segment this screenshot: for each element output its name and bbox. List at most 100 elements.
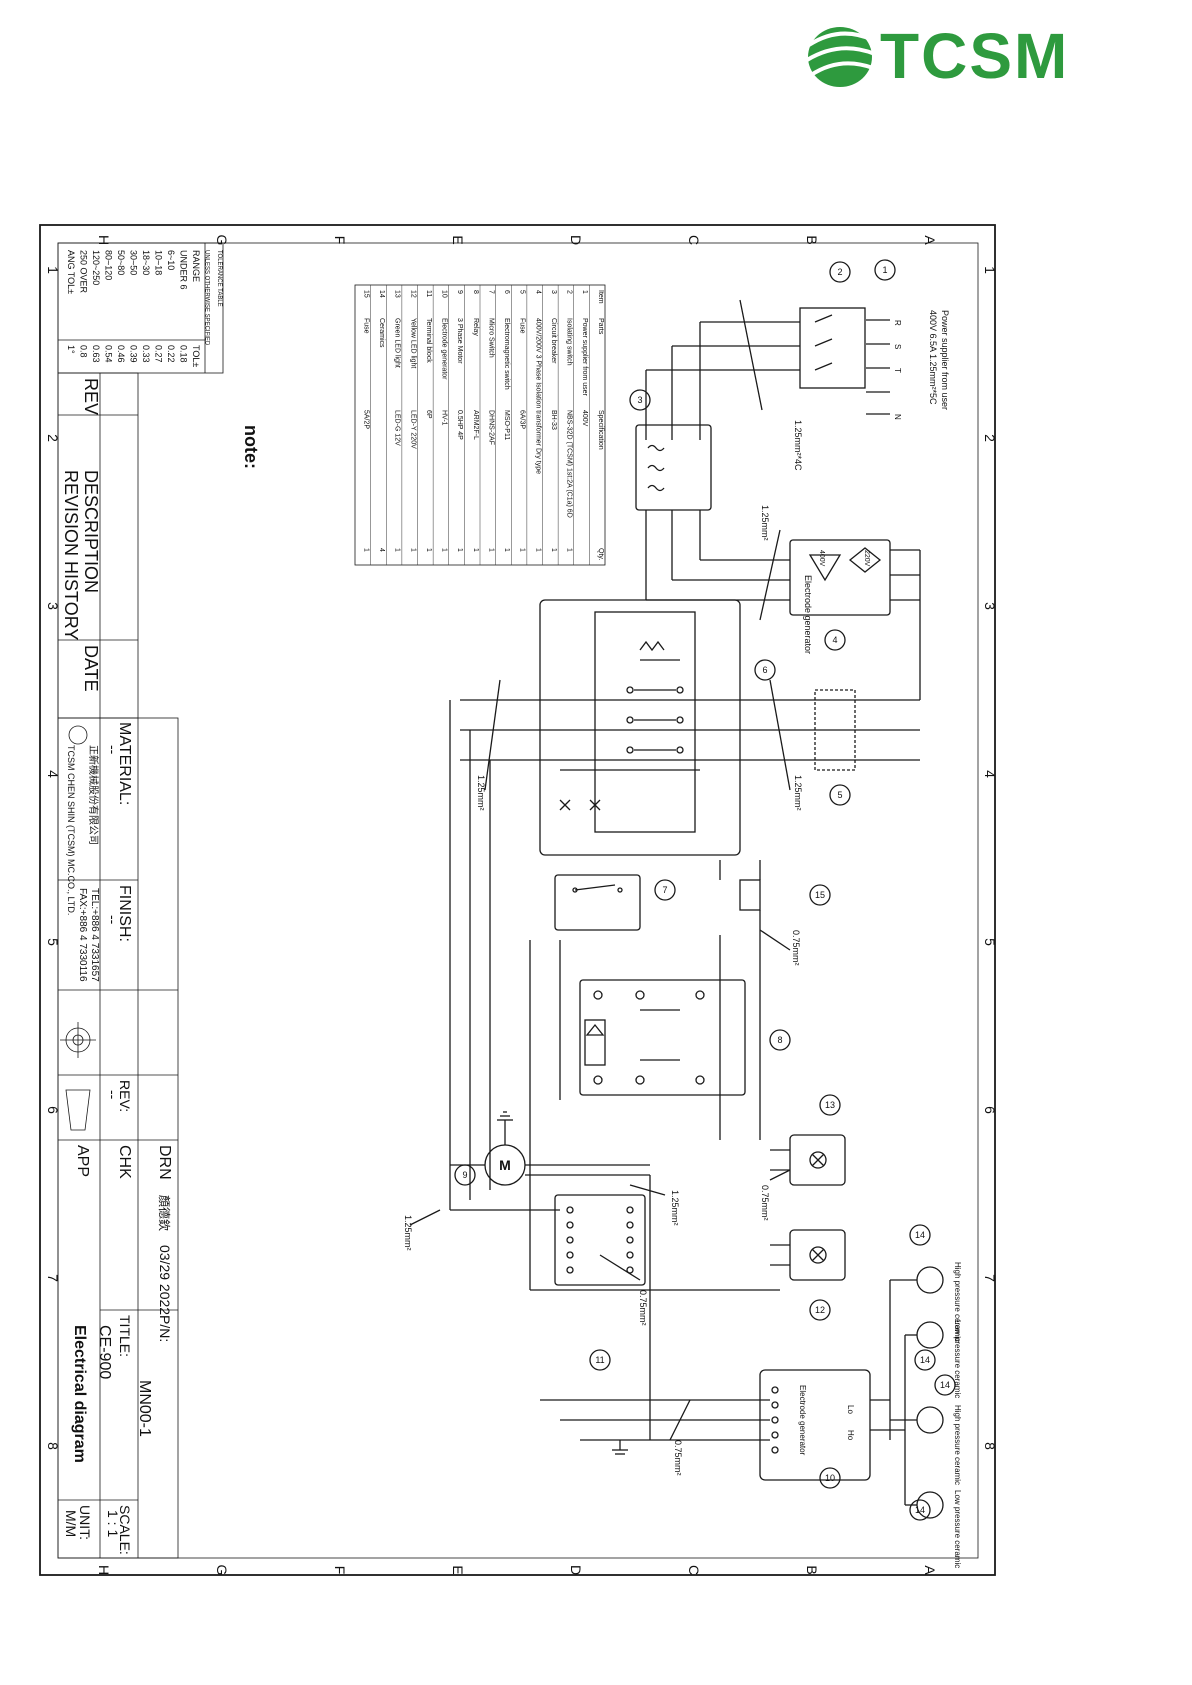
parts-table-cell: 4 (378, 548, 385, 552)
probe-2-label: Low pressure ceramic (953, 1320, 962, 1398)
logo-globe-icon (805, 27, 876, 87)
wire-label-4: 1.25mm² (476, 775, 486, 811)
probe-1-label: High pressure ceramic (953, 1262, 962, 1342)
electrode-generator-unit (759, 1369, 871, 1481)
probe-3 (916, 1406, 944, 1434)
parts-table-cell: 1 (581, 290, 588, 294)
svg-text:正新機械股份有限公司: 正新機械股份有限公司 (87, 745, 100, 845)
row-marker-right: 7 (982, 1274, 998, 1282)
svg-text:1: 1 (882, 265, 887, 275)
parts-table-cell: 11 (425, 290, 432, 297)
row-marker-right: 2 (982, 434, 998, 442)
logo-text: TCSM (880, 20, 1069, 90)
svg-text:DRN: DRN (156, 1145, 173, 1180)
parts-table-cell: NBS-32D (TCSM) 1st:2A (C1a) 6D (566, 410, 573, 518)
column-marker-top: C (686, 235, 702, 245)
parts-table-cell: Yellow LED light (409, 318, 416, 368)
parts-table-cell: Micro Switch (487, 318, 494, 358)
svg-text:10: 10 (825, 1473, 835, 1483)
title-block-text: MATERIAL: -- FINISH: -- REV: -- DRN CHK … (63, 722, 173, 1555)
svg-text:3: 3 (637, 395, 642, 405)
parts-table-cell: Green LED light (394, 318, 401, 368)
tolerance-cell: 1° (66, 345, 76, 354)
yellow-led (789, 1229, 846, 1281)
parts-table-cell: LED-G 12V (394, 410, 401, 446)
tolerance-cell: 250 OVER (79, 250, 89, 294)
parts-table-cell: 1 (566, 548, 573, 552)
tcsm-logo: TCSM (805, 20, 1069, 90)
parts-table-cell: Specification (597, 410, 604, 450)
green-led (789, 1134, 846, 1186)
row-marker-right: 5 (982, 938, 998, 946)
svg-text:14: 14 (940, 1380, 950, 1390)
svg-text:--: -- (105, 915, 121, 925)
supply-title: Power supplier from user (940, 310, 950, 410)
svg-text:REV: REV (81, 378, 101, 415)
svg-text:14: 14 (920, 1355, 930, 1365)
fuse-2p (739, 879, 761, 911)
svg-text:DATE: DATE (81, 645, 101, 692)
parts-table-cell: HV-1 (441, 410, 448, 426)
tolerance-cell: 80~120 (104, 250, 114, 280)
svg-text:FAX:+886 4 7330116: FAX:+886 4 7330116 (77, 888, 88, 982)
svg-text:REVISION HISTORY: REVISION HISTORY (61, 470, 81, 640)
svg-text:APP: APP (74, 1145, 91, 1177)
svg-text:5: 5 (837, 790, 842, 800)
company-logo-icon (68, 725, 88, 745)
tolerance-cell: 0.27 (154, 345, 164, 363)
column-marker-top: G (214, 235, 230, 246)
electrode-generator-label: Electrode generator (803, 575, 813, 654)
fuse-3p (814, 689, 856, 771)
ground-symbol-2 (612, 1440, 628, 1455)
row-marker-left: 7 (45, 1274, 61, 1282)
tolerance-cell: TOL± (191, 345, 201, 367)
svg-text:15: 15 (815, 890, 825, 900)
parts-table-cell: 5A/2P (362, 410, 369, 429)
row-marker-right: 6 (982, 1106, 998, 1114)
tolerance-cell: 0.33 (141, 345, 151, 363)
parts-table-cell: Item (597, 290, 604, 304)
svg-text:Electrode generator: Electrode generator (798, 1385, 807, 1456)
parts-table-cell: Ceramics (378, 318, 385, 348)
parts-table-cell: 6 (503, 290, 510, 294)
tolerance-cell: 0.63 (91, 345, 101, 363)
supply-spec: 400V 6.5A 1.25mm²*5C (928, 310, 938, 405)
svg-text:7: 7 (662, 885, 667, 895)
parts-table-cell: 7 (487, 290, 494, 294)
parts-table-cell: 5 (519, 290, 526, 294)
parts-table-cell: Parts (597, 318, 604, 335)
svg-text:DESCRIPTION: DESCRIPTION (81, 470, 101, 593)
row-marker-right: 8 (982, 1442, 998, 1450)
parts-table-cell: 0.5HP 4P (456, 410, 463, 440)
svg-text:T: T (893, 368, 902, 373)
supply-terminals: R S T N (893, 320, 902, 420)
electrode-labels: Electrode generator 400V 220V Electrode … (798, 550, 870, 1456)
drawing-inner-frame (57, 242, 979, 1559)
svg-text:11: 11 (595, 1355, 604, 1365)
parts-table-cell: ARM2F-L (472, 410, 479, 440)
parts-table-cell: 1 (534, 548, 541, 552)
column-marker-top: A (922, 235, 938, 245)
tolerance-cell: 0.8 (79, 345, 89, 358)
svg-text:Ho: Ho (846, 1430, 855, 1441)
parts-table-cell: 1 (503, 548, 510, 552)
wire-label-10: 0.75mm² (673, 1440, 683, 1476)
svg-text:CHK: CHK (116, 1145, 133, 1179)
row-marker-left: 6 (45, 1106, 61, 1114)
parts-table-cell: MSO-P11 (503, 410, 510, 440)
tolerance-cell: 0.18 (179, 345, 189, 363)
tolerance-table (57, 242, 224, 374)
column-marker-top: D (568, 235, 584, 245)
revision-history (57, 372, 139, 719)
row-marker-right: 1 (982, 266, 998, 274)
column-marker-top: B (804, 235, 820, 244)
parts-table-cell: Circuit breaker (550, 318, 557, 364)
svg-text:FINISH:: FINISH: (116, 885, 133, 942)
svg-text:1 : 1: 1 : 1 (105, 1510, 121, 1537)
parts-table-cell: Terminal block (425, 318, 432, 363)
drawing-frame (39, 224, 996, 1576)
svg-text:6: 6 (762, 665, 767, 675)
